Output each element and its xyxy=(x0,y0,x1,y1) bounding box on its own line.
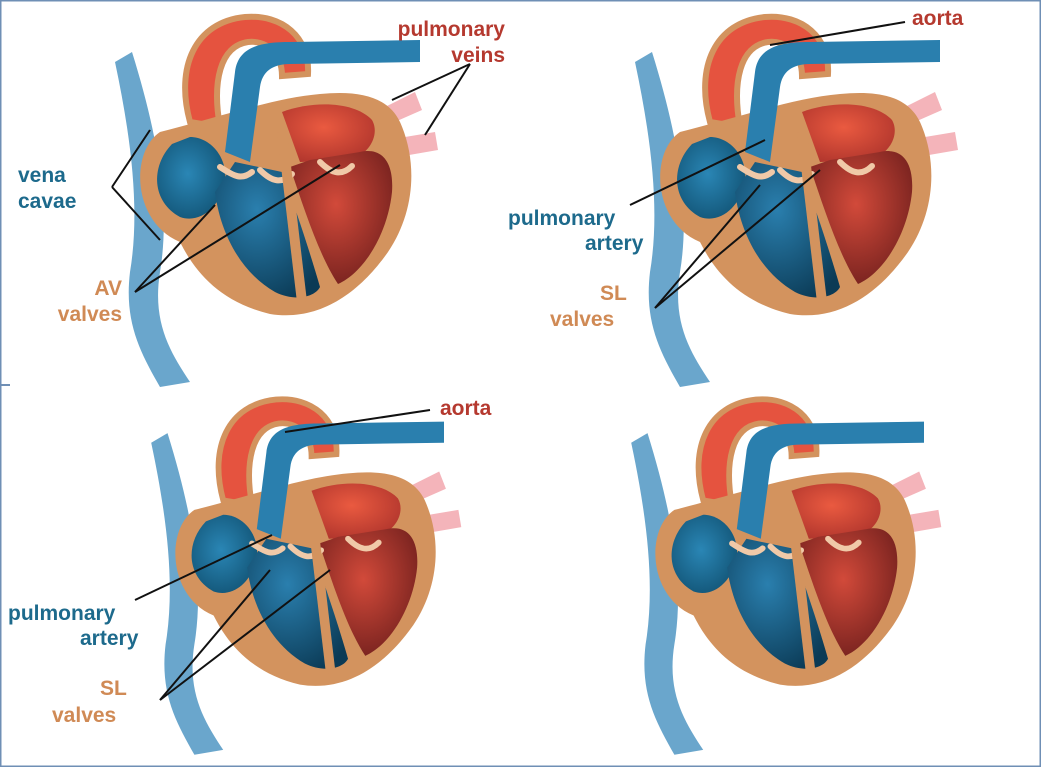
label-aorta: aorta xyxy=(912,7,964,30)
panel-2: aorta pulmonary artery SL valves xyxy=(508,7,964,387)
label-sl-valves-line1: SL xyxy=(100,677,127,700)
label-sl-valves-line1: SL xyxy=(600,282,627,305)
label-pulmonary-veins-line2: veins xyxy=(451,44,505,67)
label-pulmonary-veins-line1: pulmonary xyxy=(398,18,506,41)
label-vena-cavae-line2: cavae xyxy=(18,190,76,213)
leader-av-valves-b xyxy=(134,164,341,293)
leader-sl-valves-b xyxy=(159,569,331,701)
leader-av-valves-a xyxy=(134,204,216,293)
label-sl-valves-line2: valves xyxy=(52,704,116,727)
label-vena-cavae-line1: vena xyxy=(18,164,66,187)
leader-sl-valves-a xyxy=(159,569,271,701)
panel-3: aorta pulmonary artery SL valves xyxy=(8,397,492,755)
leader-aorta xyxy=(769,21,906,46)
panel-1: pulmonary veins vena cavae AV valves xyxy=(18,17,505,387)
label-pulmonary-artery-line2: artery xyxy=(585,232,644,255)
leader-aorta xyxy=(284,409,431,433)
leader-sl-valves-b xyxy=(654,169,821,309)
leader-vena-cavae-b xyxy=(111,186,161,241)
label-sl-valves-line2: valves xyxy=(550,308,614,331)
leader-pulmonary-veins-b xyxy=(424,63,471,136)
leader-pulmonary-artery xyxy=(629,139,766,206)
leader-pulmonary-veins-a xyxy=(391,63,471,101)
label-pulmonary-artery-line2: artery xyxy=(80,627,139,650)
leader-pulmonary-artery xyxy=(134,534,273,601)
leader-vena-cavae-a xyxy=(111,129,151,188)
label-pulmonary-artery-line1: pulmonary xyxy=(508,207,616,230)
label-av-valves-line1: AV xyxy=(94,277,122,300)
label-pulmonary-artery-line1: pulmonary xyxy=(8,602,116,625)
leader-sl-valves-a xyxy=(654,184,761,309)
label-aorta: aorta xyxy=(440,397,492,420)
panel-4 xyxy=(631,399,941,754)
label-av-valves-line2: valves xyxy=(58,303,122,326)
